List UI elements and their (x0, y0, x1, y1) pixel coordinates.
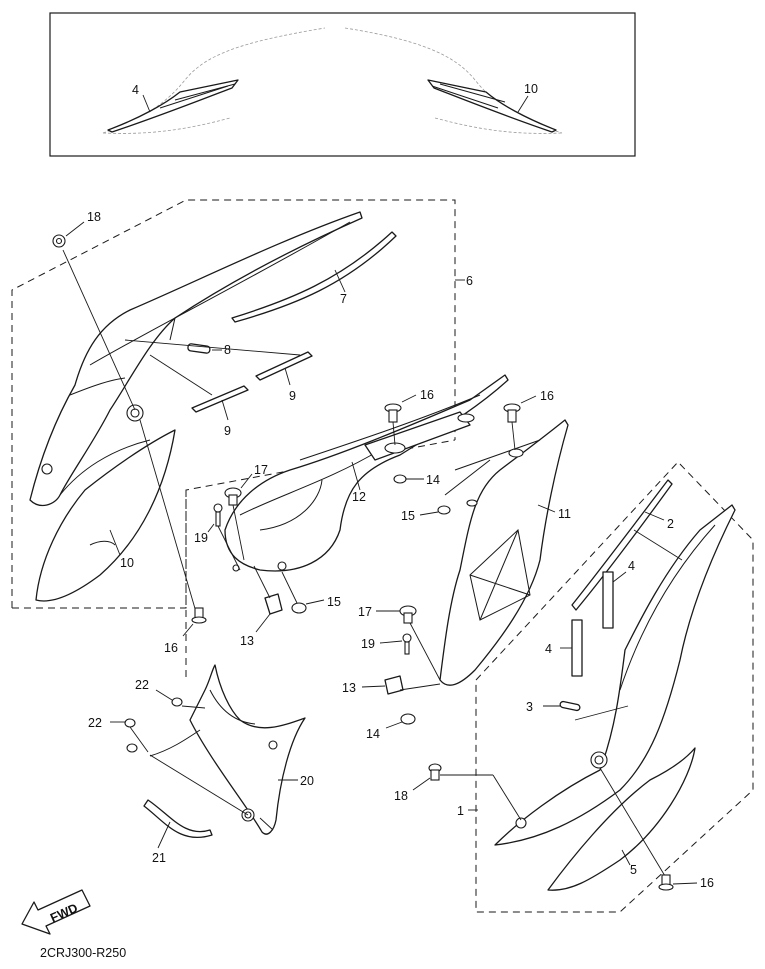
callout-17-b: 17 (358, 605, 372, 619)
callout-11: 11 (558, 507, 571, 521)
callout-18-top: 18 (87, 210, 101, 224)
strip-21 (143, 799, 213, 839)
clip-3 (559, 700, 581, 712)
bracket-13-a (264, 593, 283, 615)
callout-16-panel: 16 (540, 389, 554, 403)
right-side-cover (494, 504, 736, 846)
strip-4a (602, 571, 614, 629)
inner-panel-11 (439, 419, 569, 686)
nut-15-a (393, 474, 407, 484)
callout-16-left: 16 (164, 641, 178, 655)
callout-5: 5 (630, 863, 637, 877)
callout-14-b: 14 (366, 727, 380, 741)
callout-15-b: 15 (401, 509, 415, 523)
clip-8 (187, 343, 211, 354)
callout-18-right: 18 (394, 789, 408, 803)
callout-9a: 9 (289, 389, 296, 403)
left-side-cover (29, 211, 363, 507)
callout-14-a: 15 (327, 595, 341, 609)
callout-22-b: 22 (88, 716, 102, 730)
left-decal (107, 79, 239, 133)
decal-7 (231, 231, 397, 323)
callout-21: 21 (152, 851, 166, 865)
callout-19-b: 19 (361, 637, 375, 651)
strip-4b (571, 619, 583, 677)
callout-3: 3 (526, 700, 533, 714)
air-duct-12 (224, 374, 509, 572)
strip-9a (255, 351, 313, 381)
callout-10-top: 10 (524, 82, 538, 96)
callout-8: 8 (224, 343, 231, 357)
lower-cover-10 (35, 429, 176, 602)
strip-9b (191, 385, 249, 413)
nut-15-b (437, 505, 451, 515)
callout-1: 1 (457, 804, 464, 818)
callout-13-a: 13 (240, 634, 254, 648)
callout-4b: 4 (545, 642, 552, 656)
callout-20: 20 (300, 774, 314, 788)
callout-13-b: 13 (342, 681, 356, 695)
callout-7: 7 (340, 292, 347, 306)
fwd-arrow-icon: FWD (21, 889, 91, 935)
lower-cover-5 (547, 747, 696, 891)
callout-10: 10 (120, 556, 134, 570)
callout-22-a: 22 (135, 678, 149, 692)
callout-16-duct: 16 (420, 388, 434, 402)
diagram-code: 2CRJ300-R250 (40, 946, 126, 960)
bracket-13-b (384, 675, 404, 695)
clip-19-b (402, 633, 412, 643)
callout-4a: 4 (628, 559, 635, 573)
screw-22-a (171, 697, 183, 707)
callout-6: 6 (466, 274, 473, 288)
inset-frame (49, 12, 636, 157)
callout-2: 2 (667, 517, 674, 531)
callout-17-a: 17 (254, 463, 268, 477)
callout-15-a: 14 (426, 473, 440, 487)
callout-5-top: 4 (132, 83, 139, 97)
under-cover-20 (149, 664, 306, 835)
damper-14-b (400, 713, 416, 725)
callout-9b: 9 (224, 424, 231, 438)
screw-22-b (124, 718, 136, 728)
callout-16-bottom: 16 (700, 876, 714, 890)
decal-inset: 4 10 (49, 12, 636, 157)
callout-19-a: 19 (194, 531, 208, 545)
clip-19-a (213, 503, 223, 513)
callout-12: 12 (352, 490, 366, 504)
damper-14-a (291, 602, 307, 614)
